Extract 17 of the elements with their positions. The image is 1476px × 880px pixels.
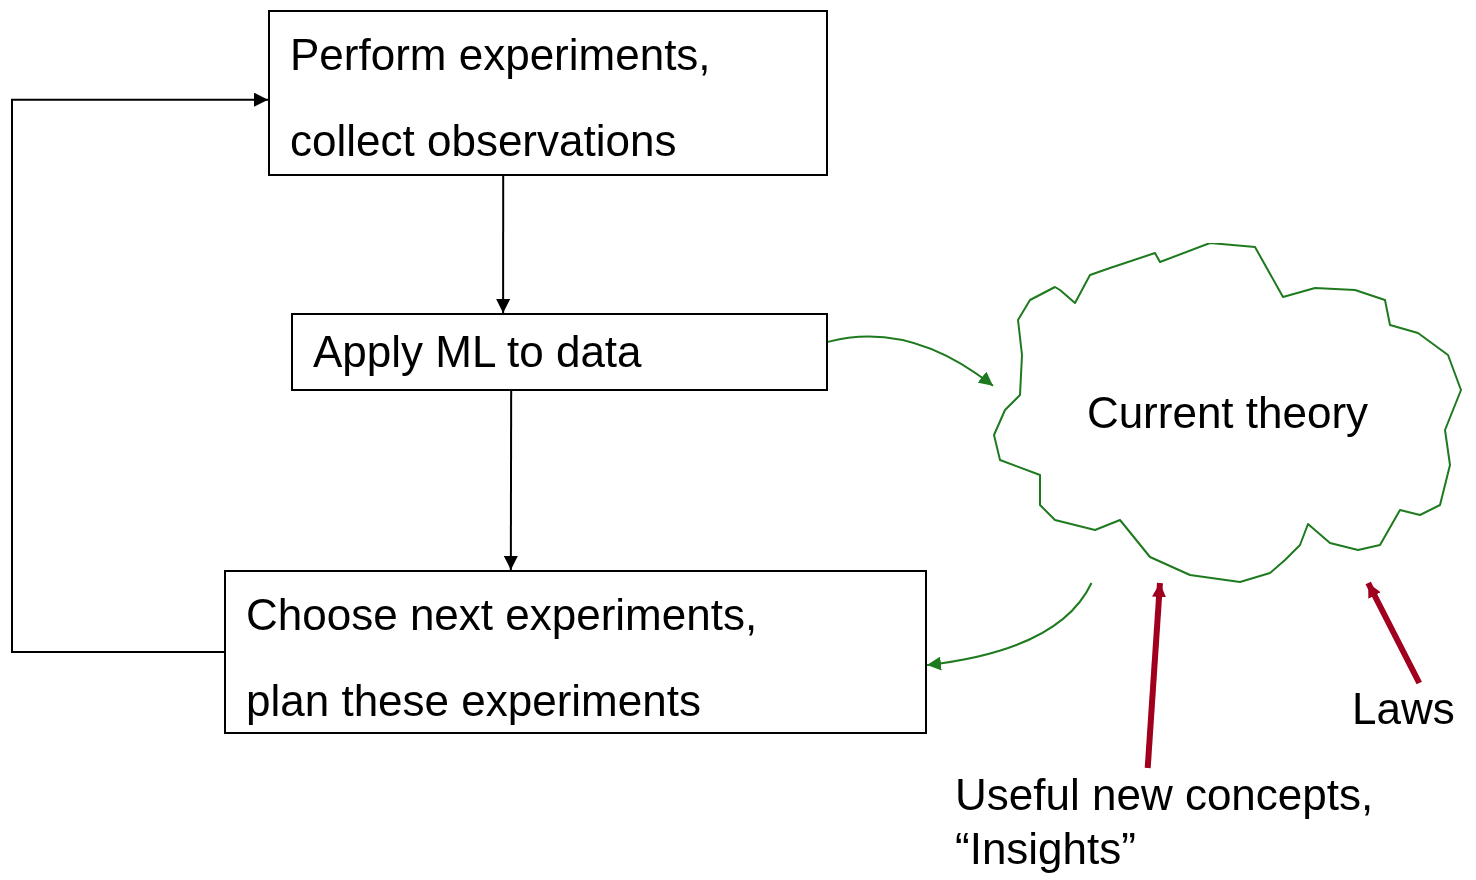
arrow <box>496 175 511 314</box>
node-label: Laws <box>1352 683 1456 735</box>
process-box <box>224 570 927 734</box>
process-box <box>268 10 828 176</box>
node-label: Current theory <box>1086 387 1369 439</box>
arrow <box>827 335 994 387</box>
arrow <box>926 582 1093 671</box>
node-label: Choose next experiments, plan these experiments <box>246 589 759 727</box>
node-label: Apply ML to data <box>313 326 642 378</box>
process-box <box>291 313 828 391</box>
cloud-shape <box>993 243 1462 583</box>
arrow <box>1365 581 1422 685</box>
arrow <box>11 92 269 653</box>
node-label: Useful new concepts, “Insights” <box>955 769 1375 875</box>
node-label: Perform experiments, collect observations <box>290 29 712 167</box>
arrow <box>503 390 518 571</box>
arrow <box>1144 582 1166 769</box>
